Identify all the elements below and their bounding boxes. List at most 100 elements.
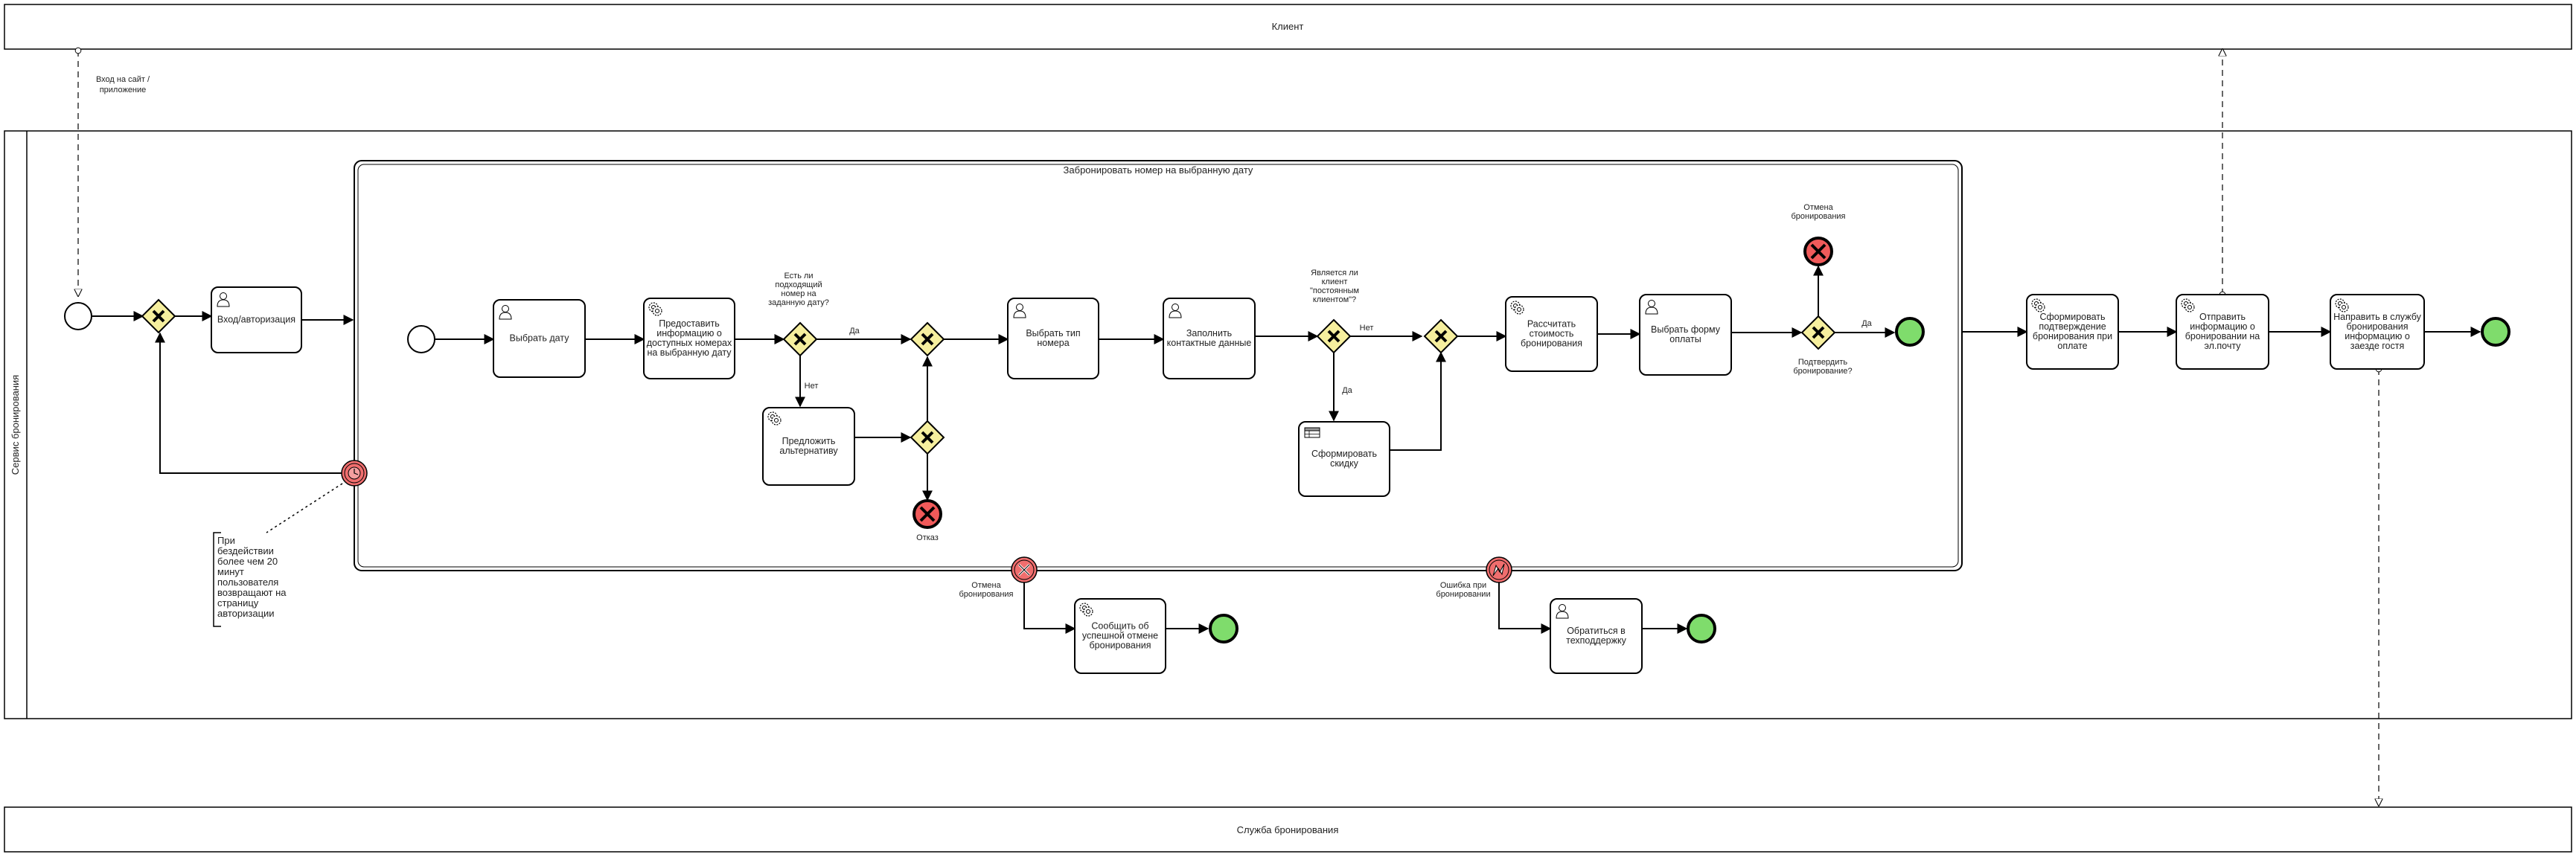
- service-task-icon: [2335, 298, 2349, 312]
- user-task-icon: [1645, 300, 1658, 315]
- user-task-icon: [1013, 304, 1026, 318]
- exclusive-x-icon: [1812, 326, 1825, 339]
- task-label-line: Отправить: [2199, 312, 2246, 322]
- task-login[interactable]: Вход/авторизация: [211, 286, 302, 353]
- gateway-gw-merge-alternative[interactable]: [910, 321, 945, 357]
- svg-text:Вход на сайт /приложение: Вход на сайт /приложение: [96, 75, 150, 94]
- gateway-gw-regular-client[interactable]: [1316, 318, 1352, 354]
- flow-cancel-task: [1023, 582, 1076, 634]
- annotation-line: бездействии: [217, 545, 274, 556]
- task-label-line: Выбрать тип: [1026, 328, 1080, 338]
- task-label-line: бронирования: [1521, 338, 1582, 349]
- flow-error-task: [1498, 582, 1552, 634]
- pool-booking-service-label: Сервис бронирования: [10, 375, 21, 475]
- task-label: Вход/авторизация: [217, 315, 295, 325]
- end-event-cancel[interactable]: [1209, 614, 1239, 643]
- end-event-main[interactable]: [2481, 317, 2511, 347]
- task-label-line: альтернативу: [779, 446, 838, 456]
- task-label-line: номера: [1037, 338, 1069, 348]
- task-label-line: Выбрать форму: [1651, 324, 1721, 335]
- task-label-line: эл.почту: [2205, 341, 2242, 351]
- cancel-x-icon: [1810, 243, 1826, 260]
- pool-client[interactable]: [4, 4, 2572, 50]
- label-yes-3: Да: [1861, 319, 1872, 328]
- subprocess-title: Забронировать номер на выбранную дату: [1064, 164, 1253, 176]
- start-event[interactable]: [64, 302, 92, 330]
- flow-discount-gw5: [1390, 351, 1446, 451]
- annotation-line: возвращают на: [217, 587, 287, 598]
- task-label-line: на выбранную дату: [647, 347, 732, 358]
- gateway-gw-merge-discount[interactable]: [1423, 318, 1459, 354]
- exclusive-x-icon: [152, 309, 165, 323]
- task-label-line: заезде гостя: [2350, 341, 2405, 351]
- cancel-boundary-event[interactable]: [1011, 556, 1038, 583]
- end-event-support[interactable]: [1687, 614, 1716, 643]
- annotation-bracket: [213, 532, 221, 627]
- label-no-1: Нет: [805, 382, 819, 391]
- task-label-line: Выбрать дату: [510, 333, 570, 344]
- annotation-line: пользователя: [217, 577, 278, 588]
- task-select-date[interactable]: Выбрать дату: [493, 299, 586, 378]
- task-label-line: бронирования: [1090, 641, 1151, 651]
- task-label-line: Рассчитать: [1527, 319, 1576, 330]
- subprocess-container[interactable]: [354, 160, 1963, 571]
- task-label-line: информацию о: [656, 328, 722, 338]
- label-yes-2: Да: [1342, 386, 1352, 395]
- task-label-line: Заполнить: [1186, 328, 1232, 338]
- exclusive-x-icon: [1327, 330, 1340, 343]
- task-label-line: информацию о: [2190, 321, 2255, 332]
- service-task-icon: [767, 411, 782, 426]
- pool-booking-service[interactable]: [4, 130, 2572, 719]
- annotation-line: страницу: [217, 597, 259, 609]
- exclusive-x-icon: [921, 431, 934, 444]
- gateway-gw-alternative[interactable]: [910, 420, 945, 455]
- task-label-line: подтверждение: [2039, 321, 2106, 332]
- end-event-subprocess[interactable]: [1895, 317, 1925, 347]
- gateway-gw-confirm[interactable]: [1800, 315, 1836, 350]
- exclusive-x-icon: [793, 333, 807, 346]
- end-event-booking-cancel[interactable]: [1803, 237, 1833, 266]
- timer-boundary-event[interactable]: [341, 460, 368, 487]
- gateway-gw-login[interactable]: [141, 298, 176, 334]
- pool-booking-desk[interactable]: [4, 806, 2572, 853]
- end-event-refuse[interactable]: [913, 499, 942, 529]
- user-task-icon: [499, 305, 512, 320]
- task-label-line: Сформировать: [1311, 449, 1377, 459]
- subprocess-start-event[interactable]: [407, 325, 435, 353]
- annotation-text: При бездействии более чем 20 минут польз…: [217, 535, 289, 619]
- task-label-line: стоимость: [1530, 329, 1574, 339]
- service-task-icon: [2031, 298, 2045, 312]
- error-bolt-icon: [1492, 563, 1505, 577]
- label-login-line1: Вход на сайт /: [96, 75, 150, 84]
- cancel-x-icon: [919, 506, 936, 522]
- gateway-gw-room-available[interactable]: [782, 321, 818, 357]
- task-label-line: доступных номерах: [647, 338, 732, 348]
- service-task-icon: [1079, 603, 1093, 617]
- user-task-icon: [1169, 304, 1182, 318]
- task-label-line: Направить в службу: [2333, 312, 2421, 322]
- error-boundary-event[interactable]: [1486, 556, 1512, 583]
